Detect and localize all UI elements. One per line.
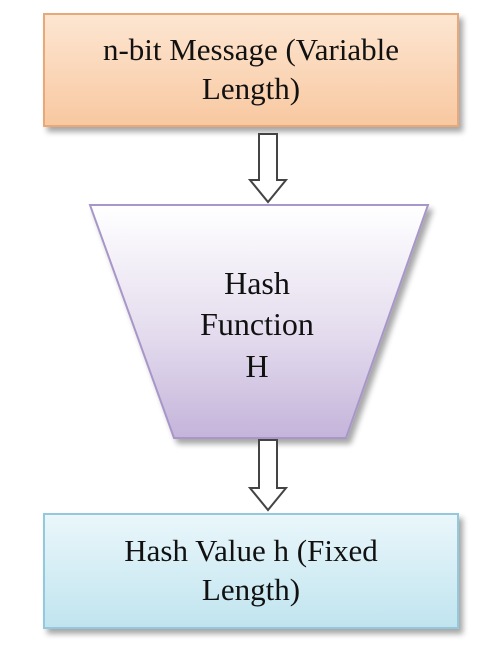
down-arrow-icon [247,439,289,512]
hash-function-trapezoid [88,204,430,439]
hash-value-label: Hash Value h (Fixed Length) [44,514,458,628]
hash-function-label: Hash Function H [150,255,364,395]
input-message-line-1: n-bit Message (Variable [102,32,400,68]
output-hash-value-box [43,513,459,629]
input-message-box [43,13,459,127]
hash-function-line-2: Function [200,306,314,343]
input-message-label: n-bit Message (Variable Length) [44,14,458,126]
hash-function-line-3: H [245,347,269,384]
down-arrow-icon [247,133,289,204]
hash-value-line-1: Hash Value h (Fixed [124,533,378,569]
input-message-line-2: Length) [201,71,301,106]
hash-value-line-2: Length) [201,572,301,607]
hash-function-line-1: Hash [224,264,290,301]
